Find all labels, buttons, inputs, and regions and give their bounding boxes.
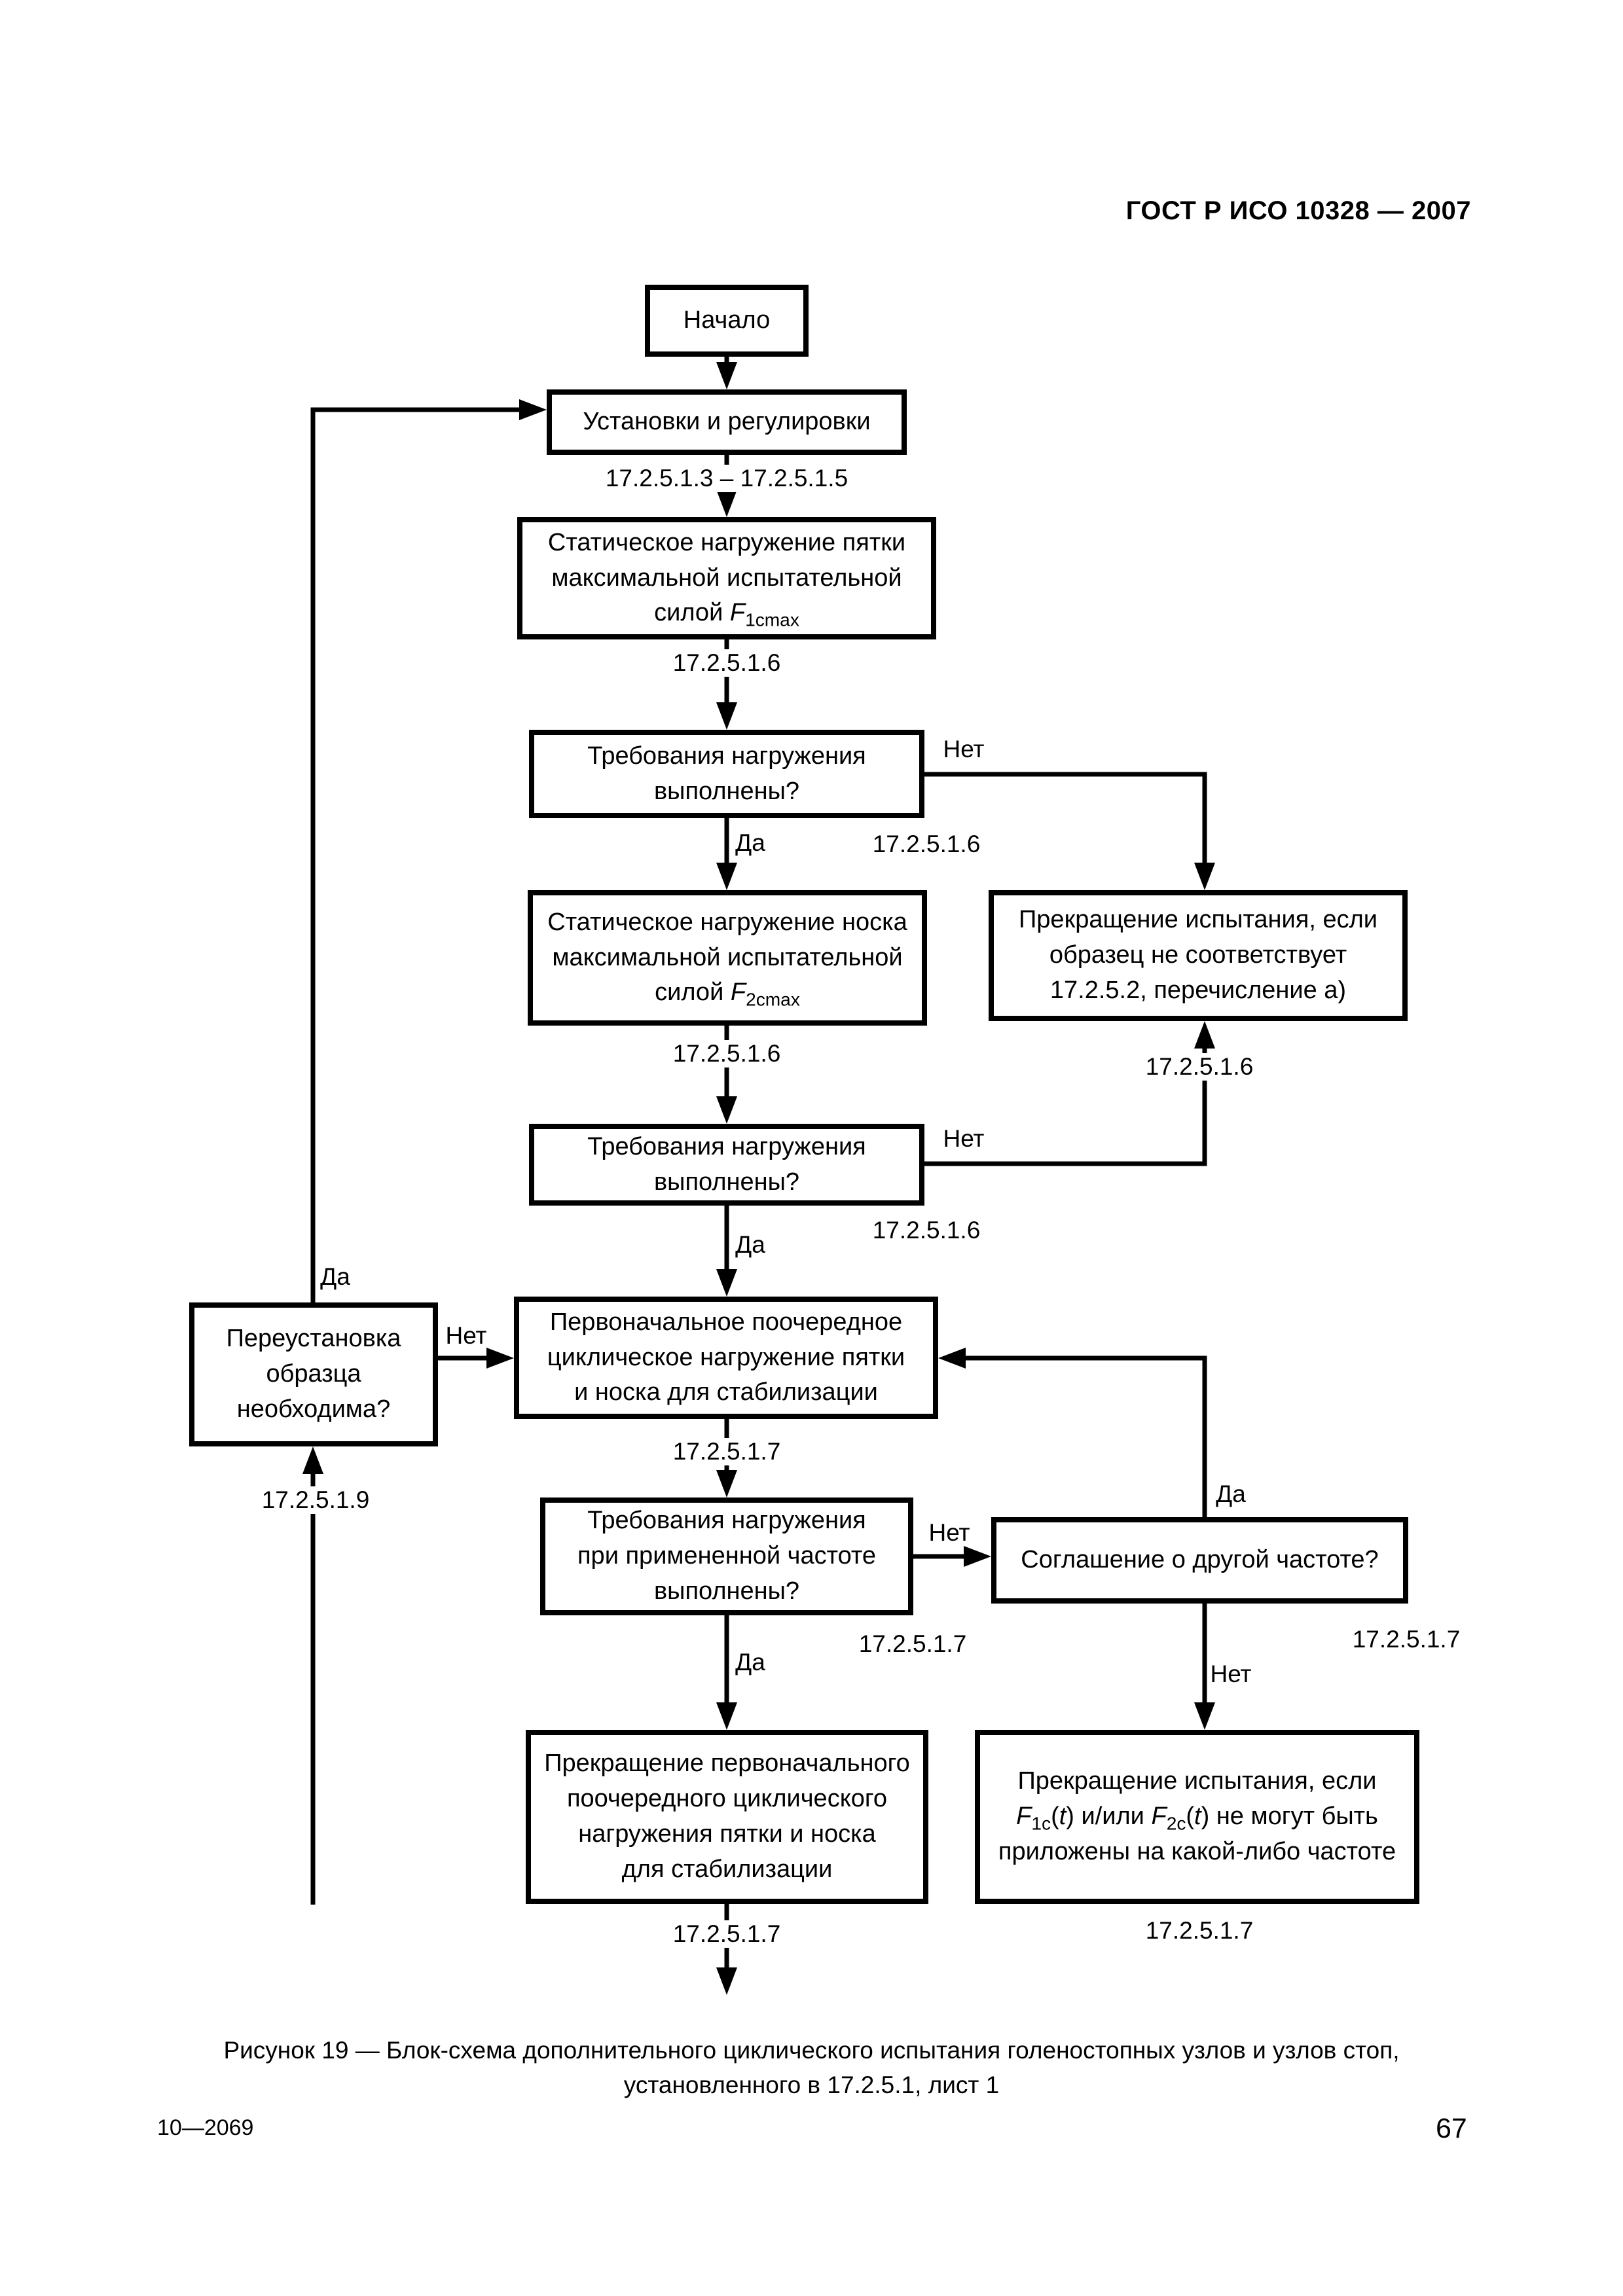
connector-check2-no-terminate (924, 1021, 1215, 1166)
node-setup-adjustments: Установки и регулировки (547, 389, 907, 455)
ref-label-cyclic-2: 17.2.5.1.7 (858, 1630, 967, 1657)
label-no-reinstall: Нет (445, 1322, 487, 1349)
footer-document-code: 10—2069 (157, 2115, 254, 2140)
connector-reinstall-no-cyclic (438, 1348, 514, 1369)
connector-continuation-reinstall (302, 1446, 323, 1905)
connector-check2-yes-cyclic (716, 1206, 737, 1297)
connector-reinstall-yes-setup (310, 399, 547, 1302)
ref-label-static-3: 17.2.5.1.6 (665, 1040, 789, 1067)
label-no-agreement: Нет (1210, 1660, 1252, 1687)
ref-label-setup: 17.2.5.1.3 – 17.2.5.1.5 (597, 465, 856, 492)
label-yes-check2: Да (735, 1231, 765, 1258)
page-number: 67 (1436, 2113, 1467, 2144)
connector-stop-continuation (716, 1904, 737, 1995)
ref-label-cyclic-3: 17.2.5.1.7 (1352, 1626, 1461, 1653)
label-yes-agreement: Да (1216, 1480, 1246, 1507)
page-header: ГОСТ Р ИСО 10328 — 2007 (1125, 196, 1471, 225)
label-no-check2: Нет (943, 1125, 985, 1152)
ref-label-cyclic-5: 17.2.5.1.7 (1145, 1917, 1254, 1944)
label-no-freqcheck: Нет (928, 1519, 970, 1546)
label-no-check1: Нет (943, 736, 985, 762)
ref-label-static-1: 17.2.5.1.6 (665, 649, 789, 677)
connector-check1-no-terminate (924, 772, 1215, 890)
label-yes-check1: Да (735, 829, 765, 856)
figure-caption-line1: Рисунок 19 — Блок-схема дополнительного … (223, 2037, 1400, 2064)
node-frequency-agreement: Соглашение о другой частоте? (991, 1517, 1408, 1604)
ref-label-cyclic-1: 17.2.5.1.7 (665, 1438, 789, 1465)
ref-label-cyclic-4: 17.2.5.1.7 (665, 1920, 789, 1948)
ref-label-static-2: 17.2.5.1.6 (872, 831, 981, 857)
ref-label-static-5: 17.2.5.1.6 (872, 1217, 981, 1244)
node-start: Начало (645, 285, 809, 357)
connector-agree-yes-cyclic (938, 1348, 1207, 1517)
ref-label-reinstall: 17.2.5.1.9 (253, 1486, 378, 1514)
figure-caption-line2: установленного в 17.2.5.1, лист 1 (623, 2072, 1000, 2098)
connector-check1-yes-toe (716, 818, 737, 890)
label-yes-reinstall: Да (320, 1263, 350, 1290)
connector-freqcheck-yes-stop (716, 1615, 737, 1730)
connector-agree-no-terminate (1194, 1604, 1215, 1730)
ref-label-static-4: 17.2.5.1.6 (1137, 1053, 1262, 1081)
connector-freqcheck-no-agree (913, 1546, 991, 1567)
connector-start-setup (716, 357, 737, 389)
label-yes-freqcheck: Да (735, 1649, 765, 1676)
